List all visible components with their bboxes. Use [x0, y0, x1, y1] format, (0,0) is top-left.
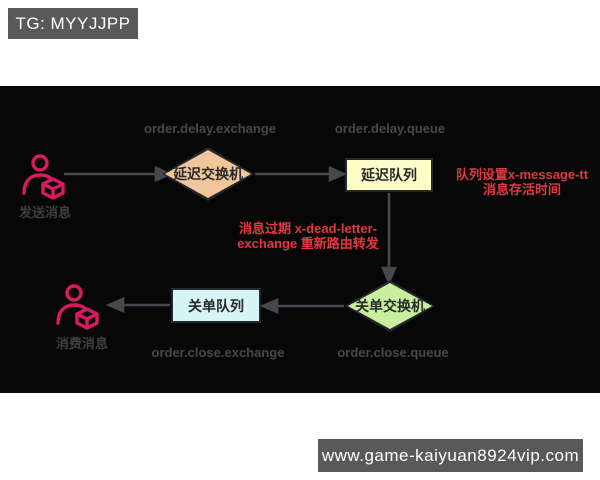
close-exchange-label: 关单交换机 — [355, 298, 425, 314]
close-queue-label: 关单队列 — [188, 297, 244, 314]
consumer-actor — [54, 283, 102, 338]
diagram-canvas: order.delay.exchange order.delay.queue o… — [0, 86, 600, 393]
caption-order-delay-queue: order.delay.queue — [334, 121, 446, 136]
node-delay-queue: 延迟队列 — [345, 158, 433, 192]
annotation-message-ttl-line2: 消息存活时间 — [482, 182, 561, 197]
node-close-queue: 关单队列 — [171, 288, 261, 323]
consumer-label: 消费消息 — [55, 336, 108, 351]
caption-order-close-exchange: order.close.exchange — [151, 345, 285, 360]
annotation-dead-letter-line2: exchange 重新路由转发 — [237, 236, 379, 251]
node-delay-exchange: 延迟交换机 — [162, 147, 254, 201]
delay-exchange-label: 延迟交换机 — [173, 166, 243, 182]
sender-user-cube-icon — [22, 154, 65, 200]
watermark-bottom-text: www.game-kaiyuan8924vip.com — [321, 445, 580, 465]
watermark-top-text: TG: MYYJJPP — [15, 13, 131, 33]
annotation-dead-letter: 消息过期 x-dead-letter- exchange 重新路由转发 — [223, 221, 393, 251]
arrowhead-delay-queue — [328, 166, 348, 182]
watermark-bottom: www.game-kaiyuan8924vip.com — [318, 439, 583, 472]
annotation-message-ttl-line1: 队列设置x-message-tt — [455, 167, 589, 182]
node-close-exchange: 关单交换机 — [345, 280, 435, 332]
caption-order-close-queue: order.close.queue — [337, 345, 449, 360]
caption-order-delay-exchange: order.delay.exchange — [144, 121, 276, 136]
arrow-layer — [64, 166, 397, 314]
producer-actor — [20, 153, 68, 208]
arrowhead-close-exchange — [381, 266, 397, 286]
consumer-user-cube-icon — [56, 284, 99, 330]
watermark-top: TG: MYYJJPP — [8, 8, 138, 39]
annotation-dead-letter-line1: 消息过期 x-dead-letter- — [239, 221, 377, 236]
arrowhead-consumer — [105, 297, 125, 313]
annotation-message-ttl: 队列设置x-message-tt 消息存活时间 — [437, 167, 600, 197]
arrowhead-close-queue — [259, 298, 279, 314]
delay-queue-label: 延迟队列 — [361, 167, 417, 183]
producer-label: 发送消息 — [18, 205, 71, 220]
